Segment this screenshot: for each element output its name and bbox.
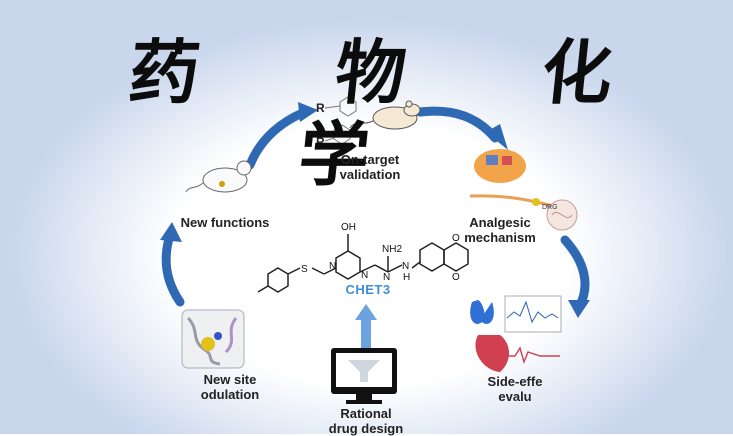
molecule-o-label-1: O	[452, 233, 460, 244]
drg-label: DRG	[542, 204, 558, 211]
molecule-n-label-2: N	[361, 270, 368, 281]
r-label-2: R	[316, 135, 325, 149]
rat-icon	[349, 100, 421, 130]
molecule-s-label: S	[301, 264, 308, 275]
label-side-effect-evaluation: Side-effe evalu	[487, 374, 543, 404]
molecule-n-label-1: N	[329, 261, 336, 272]
molecule-n-label-3: N	[383, 272, 390, 283]
label-new-functions: New functions	[180, 215, 270, 230]
arrow-top-left-head	[298, 102, 318, 122]
arrow-right	[560, 235, 590, 310]
side-effect-inset	[470, 295, 562, 372]
arrow-left	[161, 230, 185, 307]
arrow-up-head	[355, 304, 377, 320]
molecule-oh-label: OH	[341, 222, 356, 233]
chet3-molecule	[257, 234, 469, 293]
computer-icon	[331, 348, 397, 404]
arrow-right-head	[568, 300, 590, 318]
r-label-1: R	[316, 101, 325, 115]
protein-structure-icon	[181, 309, 245, 369]
label-rational-drug-design: Rational drug design	[328, 406, 404, 436]
r-group-structures	[324, 96, 357, 145]
molecule-nh2-label: NH2	[382, 244, 402, 255]
compound-name: CHET3	[345, 282, 391, 297]
label-analgesic-mechanism: Analgesic mechanism	[464, 215, 536, 245]
molecule-o-label-2: O	[452, 272, 460, 283]
arrow-up-shaft	[361, 318, 371, 348]
mouse-icon	[185, 160, 252, 193]
molecule-h-label: H	[403, 272, 410, 283]
label-on-target-validation: On-target validation	[339, 152, 401, 182]
analgesic-mechanism-inset	[469, 149, 578, 231]
arrow-top-right-head	[486, 124, 508, 150]
arrow-left-head	[160, 222, 182, 242]
arrow-top-left	[245, 107, 310, 170]
molecule-n-label-4: N	[402, 261, 409, 272]
label-new-site-modulation: New site odulation	[200, 372, 260, 402]
